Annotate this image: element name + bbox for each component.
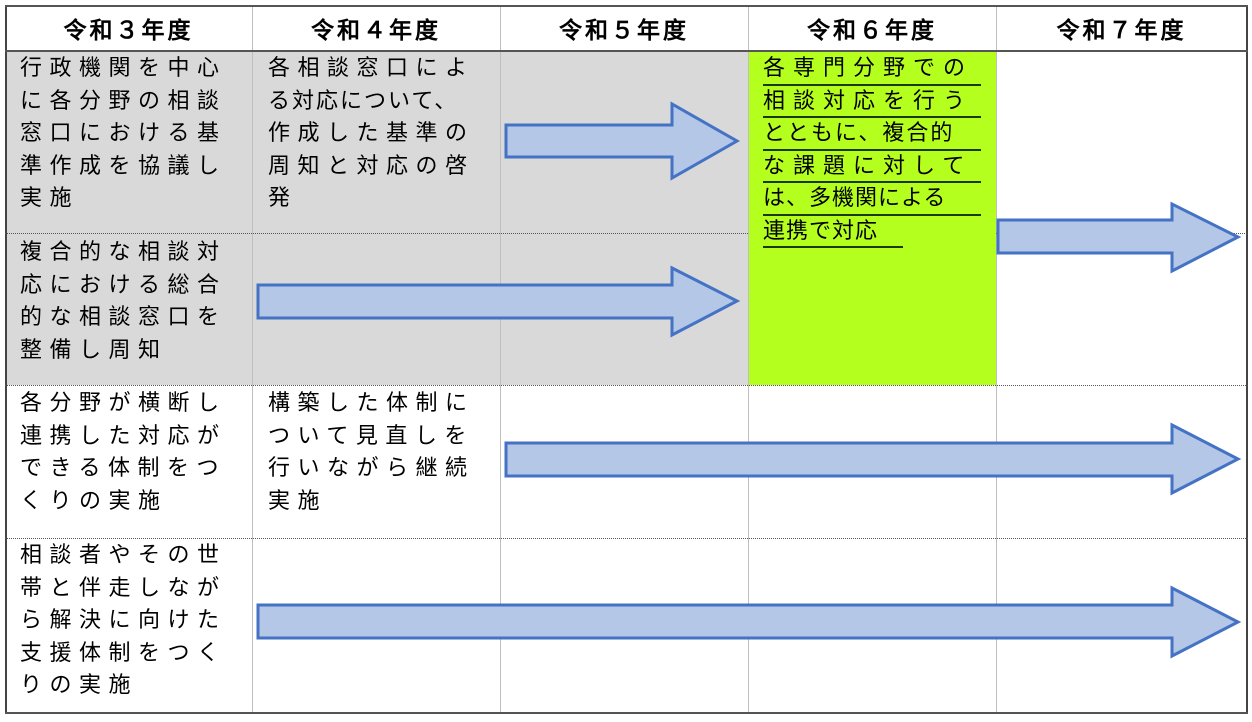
text-line: 周知と対応の啓 <box>268 153 475 179</box>
header-r3: 令和３年度 <box>63 17 194 44</box>
text-line: 支援体制をつく <box>20 640 227 666</box>
text-line: 整備し周知 <box>20 337 168 363</box>
text-line: 各分野が横断し <box>20 391 227 416</box>
text-line: 的な相談窓口を <box>20 305 227 330</box>
text-line: できる体制をつ <box>20 456 227 481</box>
text-line: ら解決に向けた <box>20 608 227 633</box>
cell-r1-y3 <box>5 50 748 385</box>
text-line: 相談者やその世 <box>20 543 227 568</box>
text-line: 相談対応を行う <box>763 86 981 118</box>
text-line: 実施 <box>268 488 328 514</box>
text-line: 連携した対応が <box>20 423 227 449</box>
header-r7: 令和７年度 <box>1056 17 1187 44</box>
text-line: くりの実施 <box>20 488 168 514</box>
text-line: 発 <box>268 186 298 211</box>
arrow-right-icon <box>256 585 1242 659</box>
text-line: とともに、複合的 <box>763 118 981 151</box>
text-line: 構築した体制に <box>268 391 475 416</box>
arrow-right-icon <box>256 265 741 338</box>
text-line: 作成した基準の <box>268 121 475 146</box>
text-line: 窓口における基 <box>20 121 227 146</box>
text-r1a-y3: 行政機関を中心 に各分野の相談 窓口における基 準作成を協議し 実施 <box>20 53 227 216</box>
text-line: ついて見直しを <box>268 423 474 449</box>
text-line: 各相談窓口によ <box>268 56 475 81</box>
text-line: に各分野の相談 <box>20 88 227 114</box>
header-r6: 令和６年度 <box>807 17 937 44</box>
text-line: 実施 <box>20 186 80 211</box>
text-line: 応における総合 <box>20 272 227 298</box>
text-r3-y3: 相談者やその世 帯と伴走しなが ら解決に向けた 支援体制をつく りの実施 <box>20 540 227 703</box>
text-line: 準作成を協議し <box>20 153 227 179</box>
text-line: な課題に対して <box>763 151 981 183</box>
text-r1b-y3: 複合的な相談対 応における総合 的な相談窓口を 整備し周知 <box>20 237 227 367</box>
text-r1-y6: 各専門分野での 相談対応を行う とともに、複合的 な課題に対して は、多機関によ… <box>763 53 981 248</box>
text-r1a-y4: 各相談窓口によ る対応について、 作成した基準の 周知と対応の啓 発 <box>268 53 475 216</box>
arrow-right-icon <box>996 201 1242 274</box>
cell-r1-y6 <box>748 50 996 385</box>
text-line: 行政機関を中心 <box>20 56 227 81</box>
text-line: 各専門分野での <box>763 53 981 86</box>
arrow-right-icon <box>504 422 1242 496</box>
arrow-right-icon <box>504 101 741 181</box>
header-r5: 令和５年度 <box>559 17 689 44</box>
text-line: 帯と伴走しなが <box>20 575 227 601</box>
text-line: る対応について、 <box>268 88 459 114</box>
header-r4: 令和４年度 <box>311 17 441 44</box>
text-line: 複合的な相談対 <box>20 240 227 265</box>
text-line: りの実施 <box>20 673 139 698</box>
text-line: 行いながら継続 <box>268 456 475 481</box>
text-line: 連携で対応 <box>763 216 903 248</box>
text-r2-y4: 構築した体制に ついて見直しを 行いながら継続 実施 <box>268 388 475 518</box>
text-line: は、多機関による <box>763 183 981 216</box>
text-r2-y3: 各分野が横断し 連携した対応が できる体制をつ くりの実施 <box>20 388 227 518</box>
